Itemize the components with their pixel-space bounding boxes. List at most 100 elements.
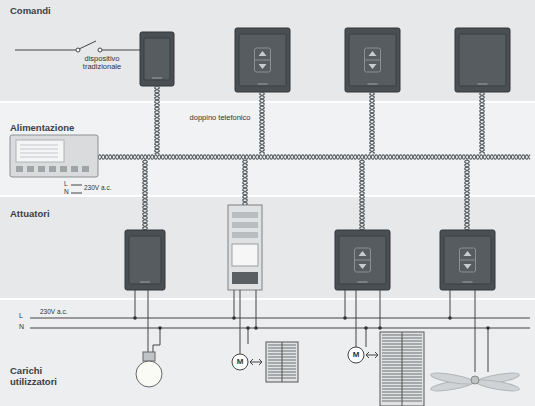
terminal-name: L [64, 180, 72, 187]
drawing-circle [232, 316, 236, 320]
drawing-line [258, 84, 268, 85]
twisted-pair-wire [465, 160, 470, 230]
drawing-rect [232, 272, 258, 284]
section-heading: Attuatori [10, 209, 130, 220]
drawing-line [20, 145, 58, 146]
voltage-label: 230V a.c. [40, 308, 84, 315]
device-module [440, 230, 495, 290]
drawing-line [20, 153, 58, 154]
drawing-rect [239, 34, 286, 86]
drawing-path [366, 328, 367, 347]
drawing-path [248, 328, 249, 344]
drawing-rect [143, 352, 155, 361]
drawing-rect [228, 205, 262, 290]
drawing-line [402, 332, 403, 406]
twisted-pair-wire [260, 92, 265, 154]
drawing-rect [38, 166, 45, 172]
lamp [136, 352, 162, 387]
line-name: N [19, 323, 28, 331]
drawing-rect [459, 34, 506, 86]
twisted-pair-wire [243, 160, 248, 205]
drawing-rect [339, 236, 386, 284]
drawing-rect [129, 236, 161, 284]
drawing-path [359, 251, 367, 256]
twisted-pair-wire [155, 86, 160, 154]
drawing-circle [133, 316, 137, 320]
drawing-path [475, 290, 476, 372]
drawing-rect [16, 140, 64, 162]
twisted-pair-wire [98, 155, 530, 160]
drawing-path [464, 251, 472, 256]
drawing-circle [254, 326, 258, 330]
drawing-rect [60, 166, 67, 172]
drawing-path [135, 290, 136, 318]
device-module [345, 28, 400, 92]
motor-letter: M [353, 351, 360, 360]
mains-line [30, 290, 530, 372]
drawing-rect [355, 248, 371, 272]
drawing-path [148, 290, 149, 352]
device-module [125, 230, 165, 290]
drawing-circle [158, 326, 162, 330]
drawing-circle [246, 326, 250, 330]
drawing-circle [471, 376, 479, 384]
device-module [140, 32, 174, 86]
twisted-pair-wire [243, 160, 248, 205]
drawing-rect [232, 222, 258, 228]
drawing-path [359, 264, 367, 269]
drawing-rect [232, 244, 258, 266]
device-module [335, 230, 390, 290]
twisted-pair-wire [155, 86, 160, 154]
drawing-path [79, 41, 96, 49]
motor-symbol [348, 347, 364, 363]
drawing-path [71, 185, 82, 193]
twisted-pair-wire [480, 92, 485, 154]
drawing-path [15, 50, 76, 51]
drawing-line [282, 342, 283, 382]
drawing-circle [364, 326, 368, 330]
device-module [455, 28, 510, 92]
drawing-rect [345, 28, 400, 92]
twisted-pair-wire [360, 160, 365, 230]
shutter-door [380, 332, 424, 406]
drawing-path [102, 50, 140, 51]
twisted-pair-wire [143, 160, 148, 230]
twisted-pair-wire [370, 92, 375, 154]
line-name: L [19, 312, 28, 320]
drawing-circle [98, 48, 102, 52]
band-separator [0, 101, 535, 103]
drawing-rect [255, 48, 271, 72]
drawing-circle [343, 316, 347, 320]
drawing-rect [235, 28, 290, 92]
drawing-path [240, 290, 241, 354]
drawing-rect [140, 32, 174, 86]
drawing-ellipse [430, 371, 475, 387]
drawing-rect [444, 236, 491, 284]
drawing-rect [460, 248, 476, 272]
motion-arrow [366, 352, 378, 358]
drawing-path [234, 290, 235, 318]
drawing-line [140, 282, 150, 283]
drawing-line [460, 260, 476, 261]
twisted-pair-wire [480, 92, 485, 154]
drawing-path [450, 290, 451, 318]
motor-symbol [232, 354, 248, 370]
drawing-line [368, 84, 378, 85]
drawing-line [463, 282, 473, 283]
drawing-circle [486, 326, 490, 330]
band-separator [0, 195, 535, 197]
drawing-path [345, 290, 346, 318]
twisted-pair-wire [143, 160, 148, 230]
drawing-line [365, 60, 381, 61]
drawing-rect [349, 34, 396, 86]
drawing-line [358, 282, 368, 283]
drawing-line [478, 84, 488, 85]
traditional-switch [15, 41, 140, 52]
drawing-rect [380, 332, 424, 406]
cable-caption: doppino telefonico [185, 114, 255, 122]
drawing-circle [136, 361, 162, 387]
drawing-path [464, 264, 472, 269]
